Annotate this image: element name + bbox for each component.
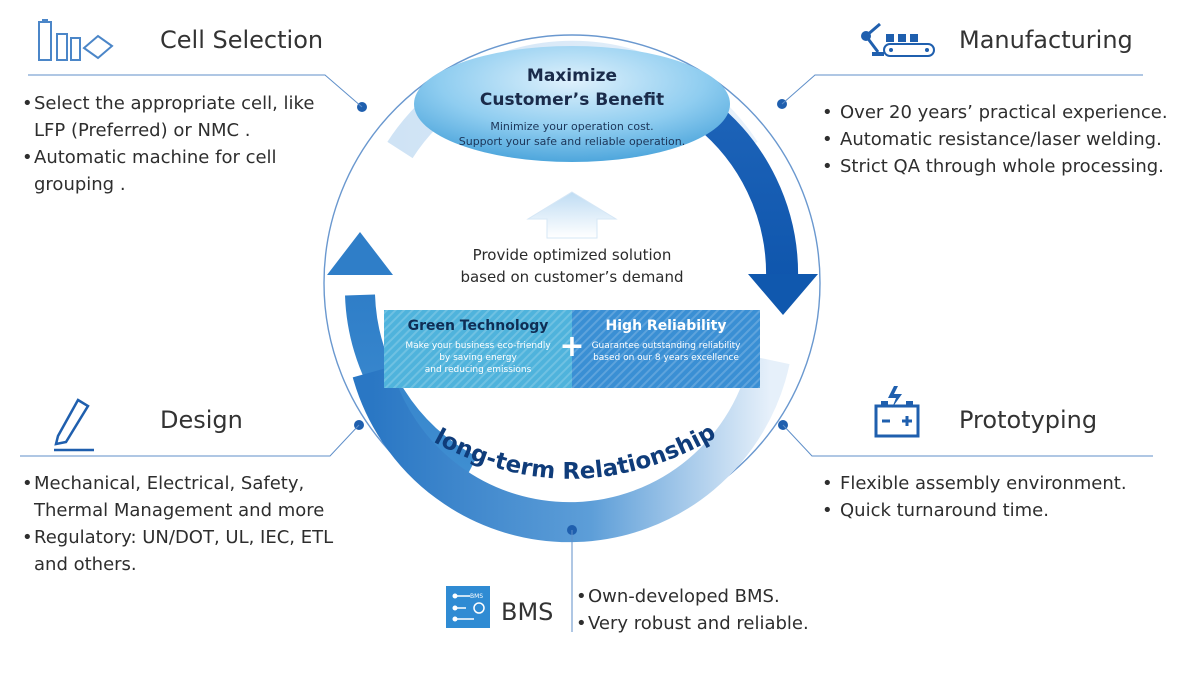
line-manufacturing xyxy=(781,74,1143,105)
reliability-title: High Reliability xyxy=(605,318,727,334)
list-item: Quick turnaround time. xyxy=(822,497,1162,524)
benefit-sub-line1: Minimize your operation cost. xyxy=(490,120,654,133)
solution-line2: based on customer’s demand xyxy=(460,268,684,286)
list-item: Mechanical, Electrical, Safety, Thermal … xyxy=(22,470,342,524)
list-item: Regulatory: UN/DOT, UL, IEC, ETL and oth… xyxy=(22,524,342,578)
prototyping-title: Prototyping xyxy=(959,406,1098,434)
benefit-title-line1: Maximize xyxy=(526,66,618,86)
bottom-arc xyxy=(352,355,790,543)
list-item: Flexible assembly environment. xyxy=(822,470,1162,497)
plus-icon: + xyxy=(559,329,585,364)
line-cell-selection xyxy=(28,74,363,108)
design-title: Design xyxy=(160,406,243,434)
list-item: Automatic resistance/laser welding. xyxy=(822,126,1180,153)
prototyping-list: Flexible assembly environment. Quick tur… xyxy=(822,470,1162,524)
high-reliability-block: High Reliability Guarantee outstanding r… xyxy=(572,316,760,364)
solution-text: Provide optimized solution based on cust… xyxy=(430,244,714,288)
design-list: Mechanical, Electrical, Safety, Thermal … xyxy=(22,470,342,578)
benefit-sub-line2: Support your safe and reliable operation… xyxy=(458,135,686,148)
right-arrowhead xyxy=(748,274,818,315)
pen-design-icon xyxy=(52,398,98,454)
line-prototyping xyxy=(782,424,1153,457)
bms-chip-icon: BMS xyxy=(446,586,490,628)
list-item: Over 20 years’ practical experience. xyxy=(822,99,1180,126)
list-item: Own-developed BMS. xyxy=(576,583,876,610)
cell-selection-title: Cell Selection xyxy=(160,26,324,54)
svg-text:BMS: BMS xyxy=(470,593,483,600)
battery-charge-icon xyxy=(872,384,922,440)
list-item: Automatic machine for cell grouping . xyxy=(22,144,322,198)
robot-conveyor-icon xyxy=(856,16,936,60)
benefit-title-line2: Customer’s Benefit xyxy=(479,90,665,110)
solution-line1: Provide optimized solution xyxy=(472,246,672,264)
green-line3: and reducing emissions xyxy=(424,365,532,375)
up-arrow xyxy=(526,191,618,239)
cell-selection-list: Select the appropriate cell, like LFP (P… xyxy=(22,90,322,198)
green-technology-block: Green Technology Make your business eco-… xyxy=(384,316,572,376)
benefit-sub: Minimize your operation cost. Support yo… xyxy=(432,119,712,149)
reliability-line2: based on our 8 years excellence xyxy=(593,353,739,363)
list-item: Very robust and reliable. xyxy=(576,610,876,637)
benefit-ellipse xyxy=(414,46,730,162)
line-design xyxy=(20,424,360,457)
green-line2: by saving energy xyxy=(439,353,517,363)
green-title: Green Technology xyxy=(407,318,549,334)
left-arrowhead xyxy=(327,232,393,275)
cell-batteries-icon xyxy=(36,18,114,64)
list-item: Strict QA through whole processing. xyxy=(822,153,1180,180)
benefit-heading: Maximize Customer’s Benefit xyxy=(432,64,712,112)
right-arc xyxy=(690,97,799,281)
bms-list: Own-developed BMS. Very robust and relia… xyxy=(576,583,876,637)
manufacturing-list: Over 20 years’ practical experience. Aut… xyxy=(822,99,1180,180)
bms-title: BMS xyxy=(501,598,554,626)
reliability-line1: Guarantee outstanding reliability xyxy=(591,341,741,351)
manufacturing-title: Manufacturing xyxy=(959,26,1133,54)
list-item: Select the appropriate cell, like LFP (P… xyxy=(22,90,322,144)
green-line1: Make your business eco-friendly xyxy=(405,341,551,351)
